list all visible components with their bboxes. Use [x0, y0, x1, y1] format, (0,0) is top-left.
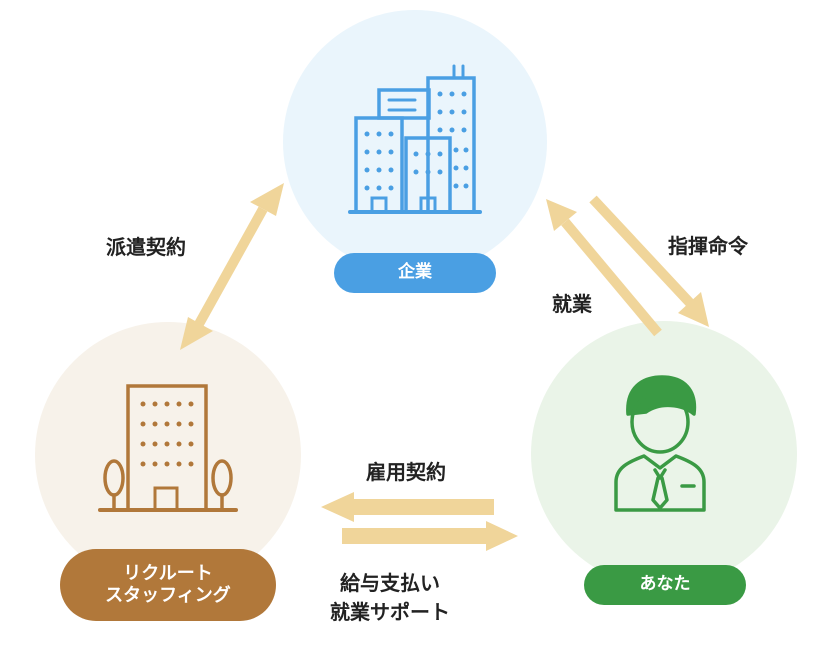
salary-support-line2: 就業サポート	[330, 600, 450, 624]
work-label: 就業	[552, 292, 592, 316]
recruit-label-line2: スタッフィング	[105, 585, 231, 606]
salary-support-line1: 給与支払い	[340, 571, 440, 595]
recruit-staffing-label: リクルート スタッフィング	[60, 549, 276, 621]
company-buildings-icon	[348, 64, 482, 214]
arrow-work	[546, 199, 662, 337]
recruit-label-line1: リクルート	[123, 562, 213, 584]
salary-support-label: 給与支払い 就業サポート	[330, 569, 450, 627]
arrow-command	[589, 195, 709, 327]
you-label: あなた	[584, 565, 746, 605]
recruit-circle	[35, 322, 301, 588]
arrow-employment-contract	[321, 492, 494, 522]
arrow-salary-support	[342, 521, 518, 551]
person-icon	[614, 375, 706, 512]
you-circle	[531, 321, 797, 587]
dispatch-contract-label: 派遣契約	[106, 235, 186, 259]
employment-contract-label: 雇用契約	[366, 460, 446, 484]
company-label-text: 企業	[398, 262, 432, 283]
you-label-text: あなた	[639, 574, 691, 595]
arrow-dispatch-contract	[180, 183, 284, 350]
command-label: 指揮命令	[668, 234, 748, 258]
company-circle	[283, 10, 547, 274]
recruit-building-icon	[98, 384, 238, 512]
company-label: 企業	[334, 253, 496, 293]
